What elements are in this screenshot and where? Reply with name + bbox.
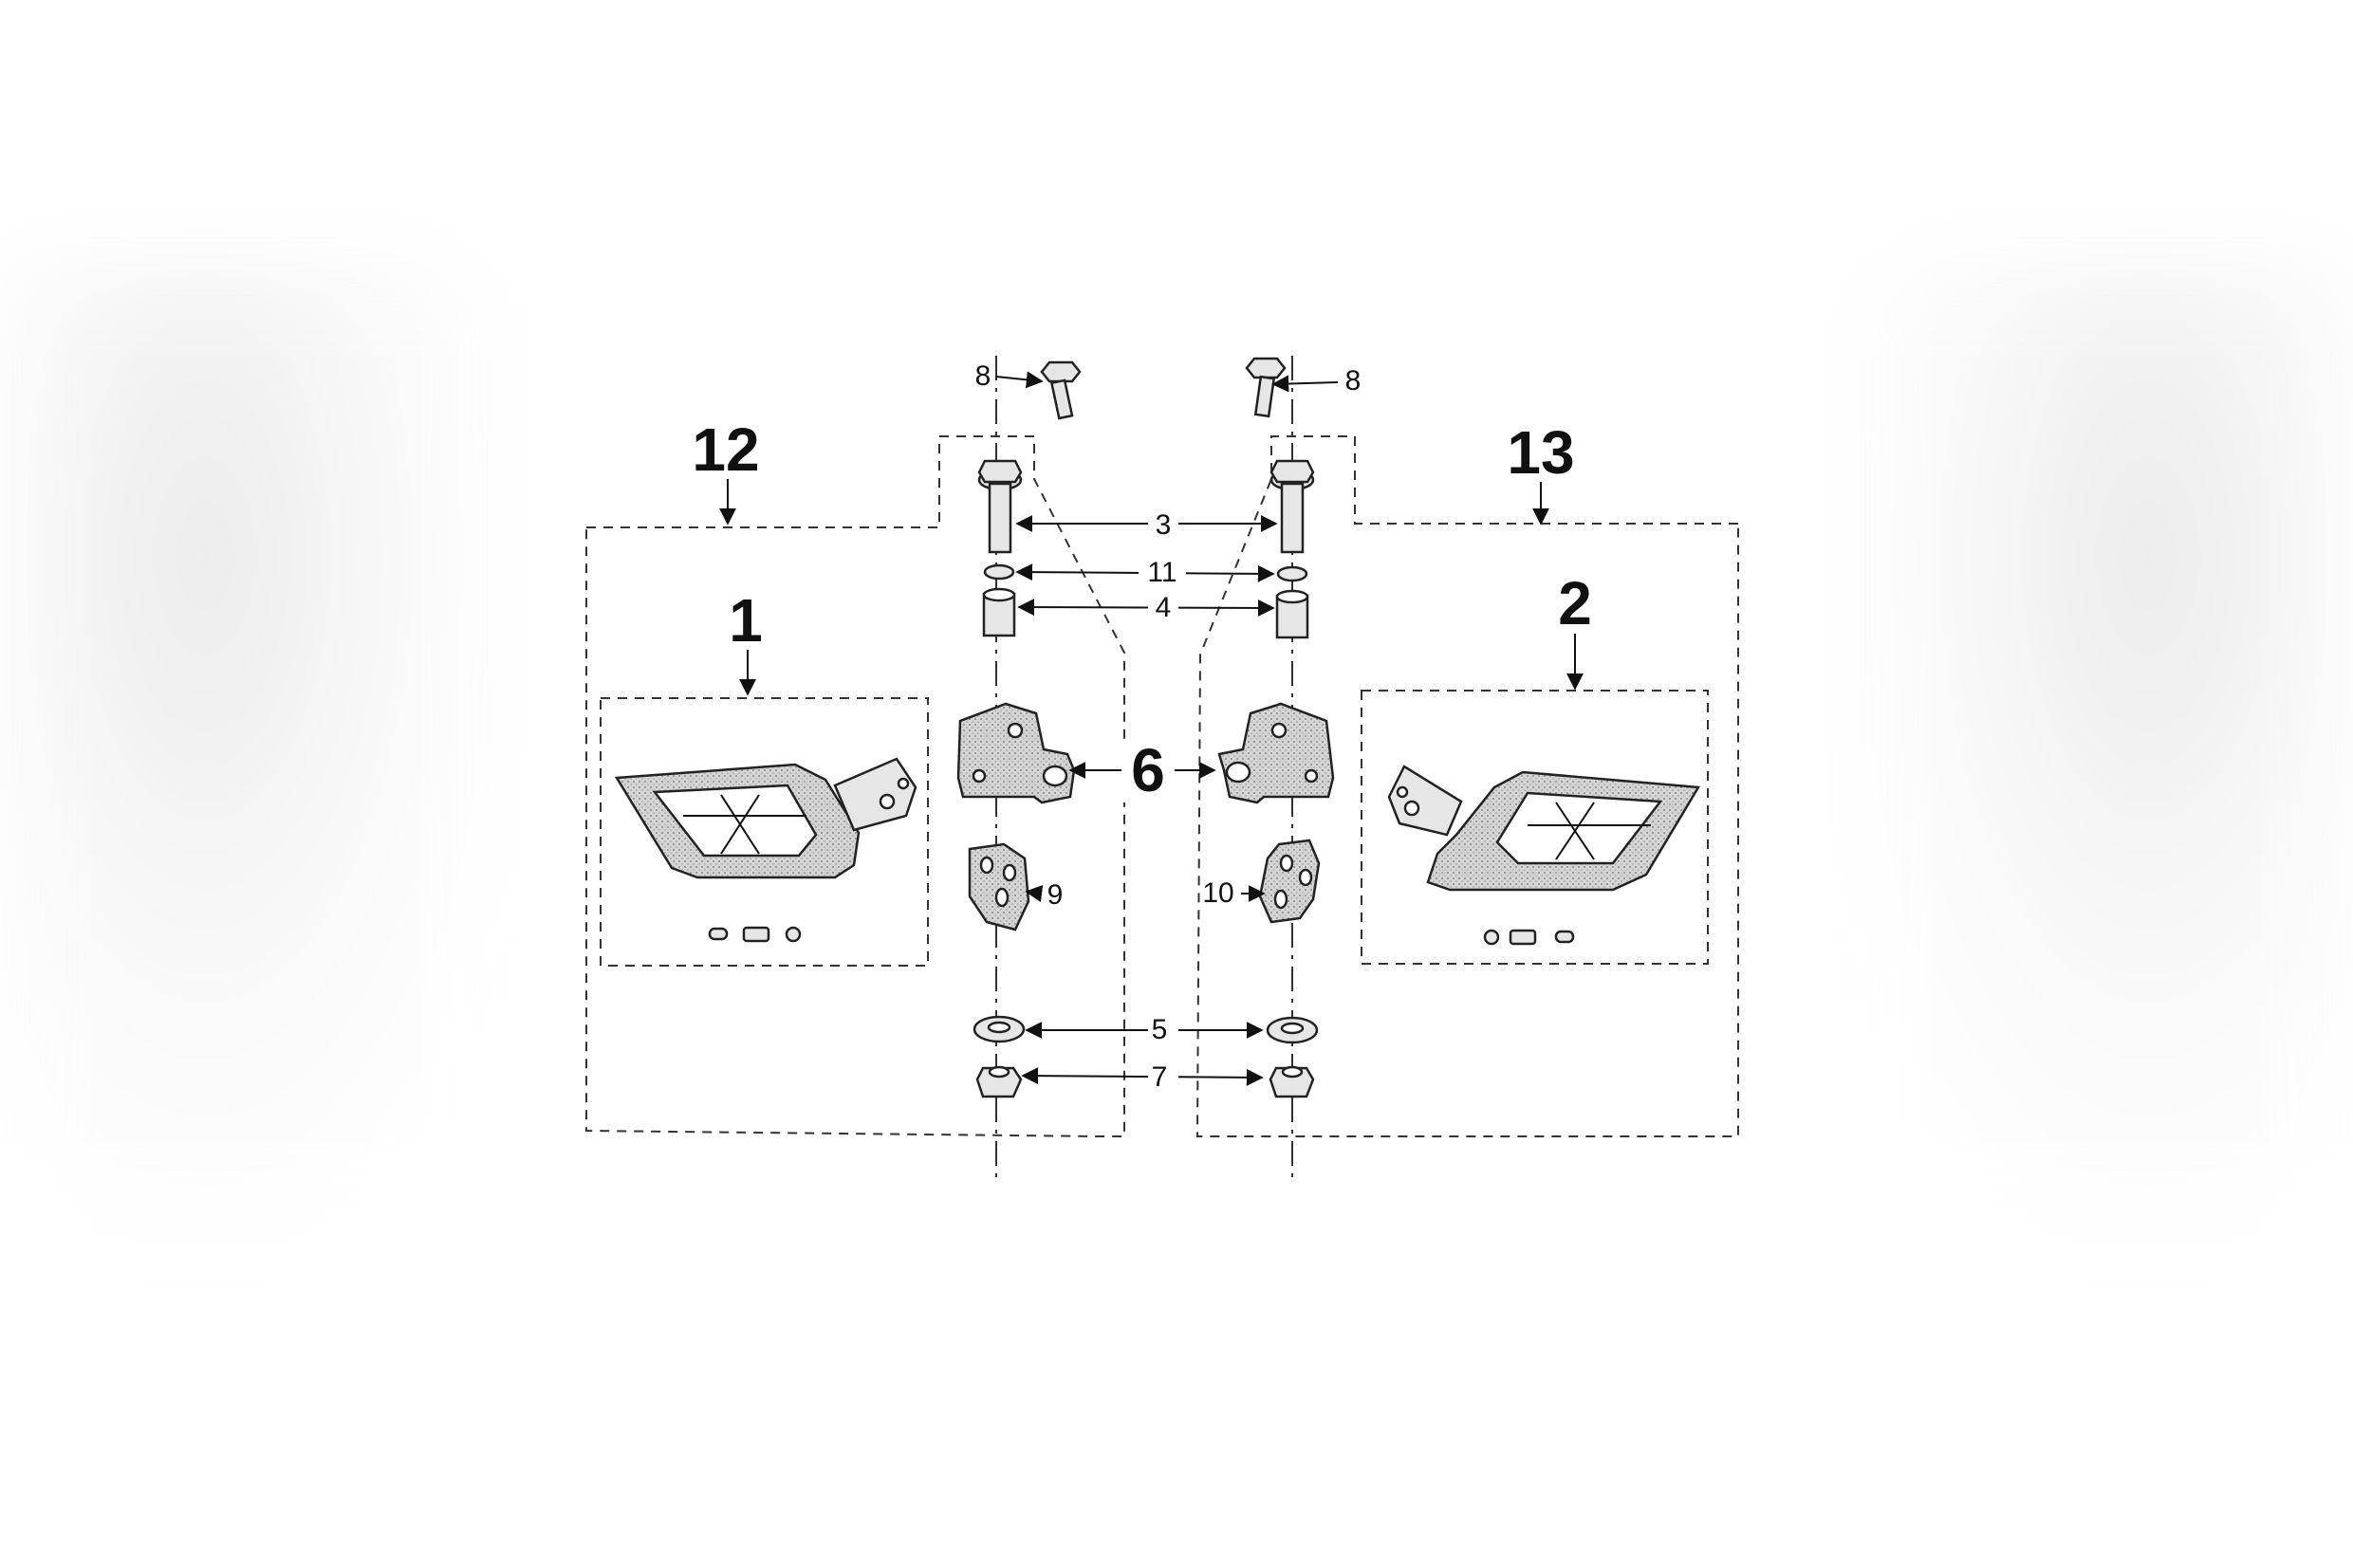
plate-10: [1258, 839, 1321, 924]
leader-9: [1025, 885, 1044, 902]
spacer-4-left: [982, 587, 1016, 637]
footpeg-1: [614, 757, 917, 943]
label-2: 2: [1558, 569, 1592, 637]
bracket-6-right: [1217, 702, 1335, 804]
nut-7-left: [975, 1065, 1023, 1098]
nut-7-right: [1269, 1065, 1315, 1098]
footpeg-2: [1387, 765, 1701, 946]
part-1-box: [600, 697, 929, 967]
spacer-4-right: [1275, 589, 1309, 639]
label-13: 13: [1507, 418, 1574, 487]
leader-8-right: [1271, 375, 1339, 393]
washer-5-left: [973, 1015, 1026, 1043]
leader-8-left: [995, 371, 1044, 389]
small-bolt-right: [1245, 357, 1287, 418]
plate-9: [968, 842, 1030, 932]
washer-11-right: [1276, 565, 1308, 582]
blurred-background-right: [1841, 266, 2353, 1233]
label-8-left: 8: [975, 360, 991, 392]
label-7: 7: [1152, 1061, 1168, 1093]
leader-4: [1017, 599, 1275, 617]
label-10: 10: [1202, 877, 1233, 909]
blurred-background-left: [0, 266, 512, 1233]
assembly-12-outline: [585, 435, 1125, 1137]
label-12: 12: [692, 415, 759, 484]
label-11: 11: [1147, 557, 1176, 588]
bracket-6-left: [956, 702, 1076, 804]
label-5: 5: [1152, 1014, 1168, 1045]
part-2-box: [1361, 690, 1709, 965]
label-3: 3: [1156, 509, 1172, 541]
label-9: 9: [1047, 879, 1064, 911]
label-6: 6: [1131, 736, 1165, 804]
washer-5-right: [1266, 1016, 1319, 1044]
assembly-13-outline: [1195, 435, 1739, 1137]
leader-7: [1021, 1067, 1264, 1086]
label-4: 4: [1156, 592, 1172, 623]
long-bolt-left: [977, 459, 1023, 554]
long-bolt-right: [1269, 459, 1315, 554]
label-1: 1: [729, 586, 763, 655]
washer-11-left: [983, 563, 1015, 581]
label-8-right: 8: [1345, 365, 1362, 397]
small-bolt-left: [1040, 360, 1082, 420]
